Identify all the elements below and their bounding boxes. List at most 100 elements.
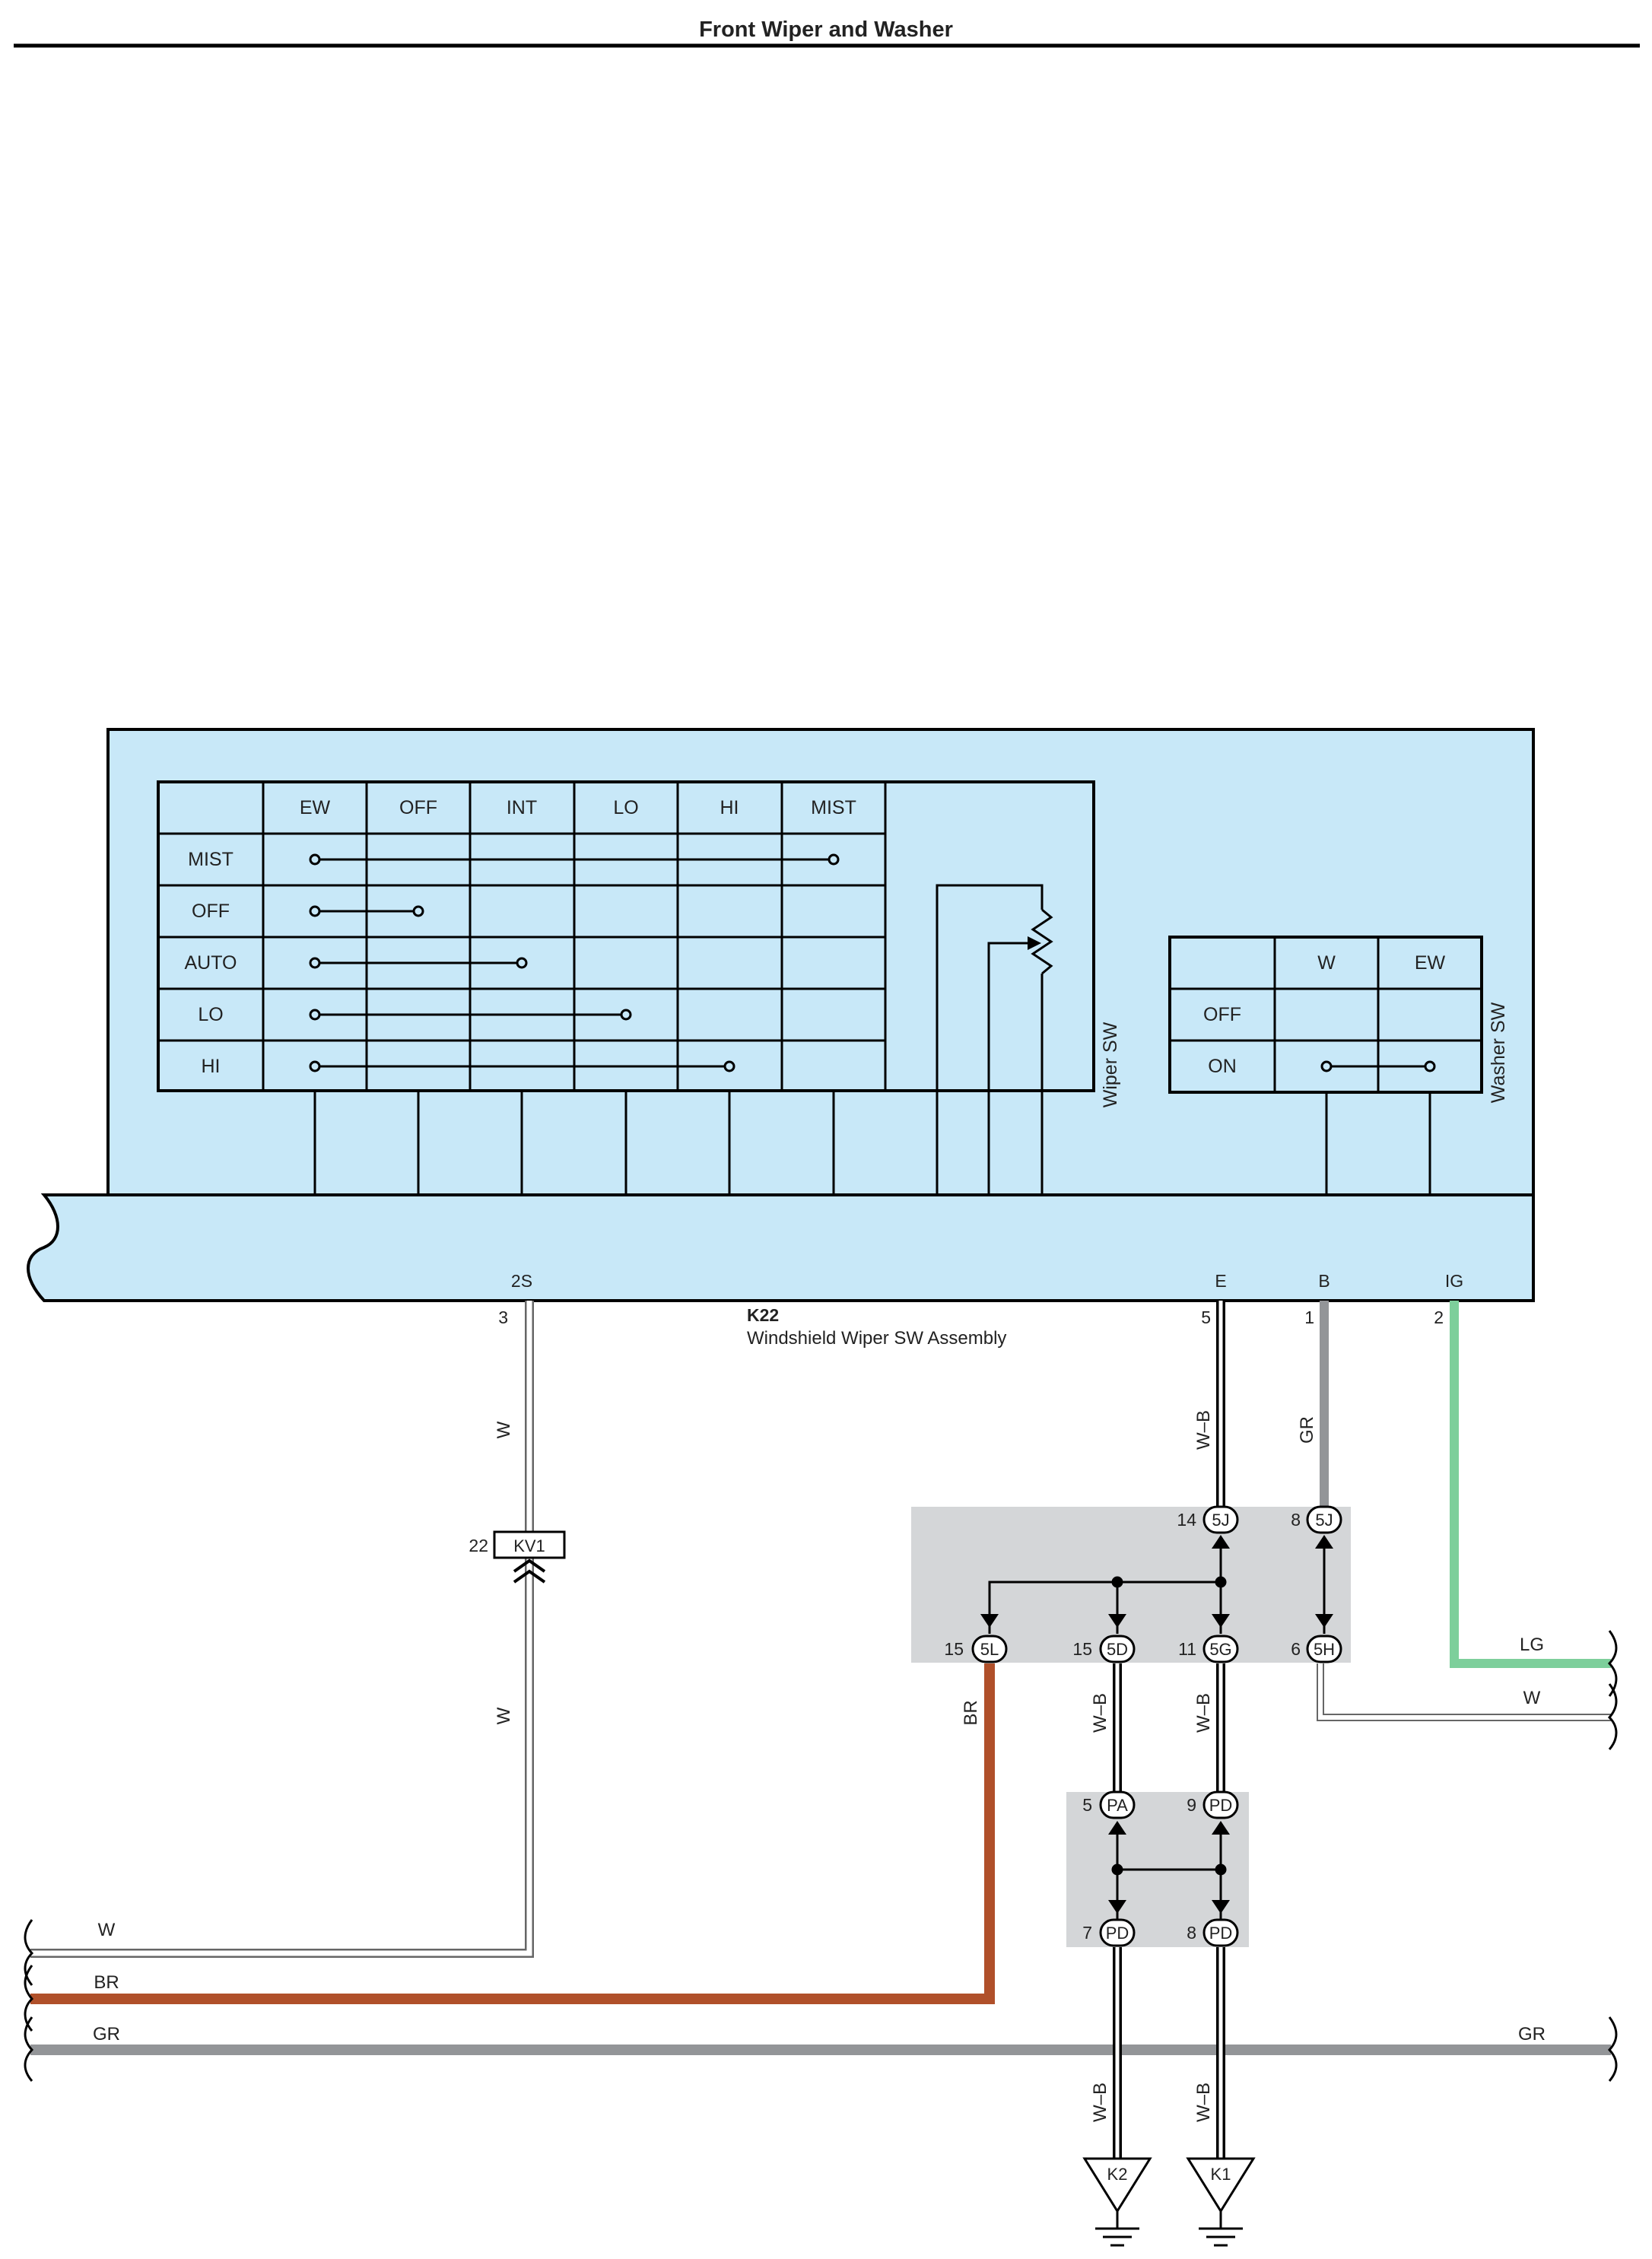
pin-ig: 2: [1434, 1307, 1444, 1327]
pin-e: 5: [1201, 1307, 1211, 1327]
wire-label-gr-left: GR: [93, 2024, 120, 2045]
connector-5j-8-code: 5J: [1315, 1511, 1333, 1530]
washer-col-ew: EW: [1415, 952, 1446, 974]
wiper-row-hi: HI: [202, 1056, 221, 1077]
wire-label-br-left: BR: [94, 1972, 119, 1993]
wire-label-wb4: W–B: [1090, 2083, 1110, 2122]
wiper-sw-table: EW OFF INT LO HI MIST MIST OFF AUTO LO H…: [157, 780, 1121, 1195]
wiper-col-int: INT: [507, 797, 537, 818]
connector-kv1-code: KV1: [513, 1536, 545, 1555]
connector-5j-8-pin: 8: [1291, 1510, 1301, 1530]
washer-row-off: OFF: [1203, 1004, 1241, 1025]
connector-5d-15-code: 5D: [1107, 1640, 1128, 1659]
pin-b: 1: [1304, 1307, 1314, 1327]
connector-5d-15-pin: 15: [1072, 1639, 1092, 1659]
connector-pd-8: PD: [1202, 1918, 1239, 1947]
connector-pd-8-pin: 8: [1187, 1923, 1196, 1943]
connector-pd-7-code: PD: [1106, 1924, 1129, 1943]
wiper-connection-lo: [309, 1009, 632, 1021]
wire-label-w1: W: [494, 1421, 514, 1438]
washer-sw-label: Washer SW: [1488, 1002, 1509, 1103]
terminal-b: B: [1318, 1271, 1330, 1291]
connector-pd-7: PD: [1099, 1918, 1136, 1947]
connector-pd-8-code: PD: [1209, 1924, 1233, 1943]
wire-label-gr1: GR: [1297, 1416, 1317, 1444]
wiper-connection-mist: [309, 853, 840, 866]
wire-lg-ig: [1450, 1301, 1611, 1668]
wiper-col-off: OFF: [399, 797, 437, 818]
connector-5d-15: 5D: [1099, 1635, 1136, 1663]
component-terminal-band: [27, 1193, 1535, 1302]
terminal-e: E: [1215, 1271, 1226, 1291]
wiper-row-off: OFF: [192, 901, 230, 922]
wire-label-br1: BR: [961, 1700, 981, 1725]
wire-label-w-right: W: [1523, 1688, 1541, 1708]
wiper-connection-hi: [309, 1060, 735, 1072]
wiper-col-hi: HI: [720, 797, 739, 818]
connector-5g-11-code: 5G: [1209, 1640, 1231, 1659]
component-code: K22: [747, 1305, 779, 1325]
continuation-braces-left: [24, 1919, 34, 2082]
wiper-row-mist: MIST: [188, 849, 234, 870]
wire-br-5l: [30, 1663, 995, 2004]
wire-label-w-left: W: [98, 1920, 116, 1940]
connector-pd-9-code: PD: [1209, 1796, 1233, 1815]
washer-col-w: W: [1317, 952, 1336, 974]
washer-connection-on: [1320, 1060, 1436, 1072]
wire-label-gr-right: GR: [1518, 2024, 1546, 2045]
wire-label-wb5: W–B: [1193, 2083, 1214, 2122]
terminal-ig: IG: [1445, 1271, 1463, 1291]
ground-k1-label: K1: [1211, 2165, 1231, 2184]
connector-5j-14-pin: 14: [1177, 1510, 1196, 1530]
connector-pd-9: PD: [1202, 1790, 1239, 1819]
connector-kv1: KV1: [493, 1530, 566, 1584]
connector-5l-15-pin: 15: [944, 1639, 964, 1659]
wiper-drop-lines: [313, 1091, 835, 1195]
connector-pa-5-code: PA: [1107, 1796, 1128, 1815]
connector-kv1-pin: 22: [469, 1536, 488, 1555]
ground-k2-label: K2: [1107, 2165, 1128, 2184]
connector-5j-14-code: 5J: [1212, 1511, 1229, 1530]
wire-label-lg-right: LG: [1520, 1635, 1544, 1655]
wire-w-2s: [30, 1301, 534, 1958]
component-name: Windshield Wiper SW Assembly: [747, 1328, 1006, 1349]
wire-w-5h: [1317, 1663, 1611, 1721]
connector-5h-6-pin: 6: [1291, 1639, 1301, 1659]
component-k22: EW OFF INT LO HI MIST MIST OFF AUTO LO H…: [27, 728, 1535, 1302]
wire-label-wb3: W–B: [1193, 1693, 1214, 1733]
wiper-col-ew: EW: [300, 797, 331, 818]
connector-pd-7-pin: 7: [1082, 1923, 1092, 1943]
connector-5h-6: 5H: [1306, 1635, 1342, 1663]
wire-label-w2: W: [494, 1707, 514, 1724]
ground-k2: K2: [1082, 2157, 1152, 2247]
wire-label-wb2: W–B: [1090, 1693, 1110, 1733]
page-title: Front Wiper and Washer: [699, 17, 953, 42]
wiper-row-lo: LO: [198, 1004, 223, 1025]
terminal-2s: 2S: [511, 1271, 532, 1291]
junction-lower-arrows: [1108, 1821, 1230, 1914]
connector-pa-5: PA: [1099, 1790, 1136, 1819]
wiper-col-lo: LO: [613, 797, 638, 818]
pin-2s: 3: [498, 1307, 508, 1327]
connector-5j-14: 5J: [1202, 1505, 1239, 1534]
wiper-row-auto: AUTO: [185, 952, 237, 974]
connector-5j-8: 5J: [1306, 1505, 1342, 1534]
variable-resistor: [936, 884, 1053, 1194]
junction-upper-arrows: [980, 1535, 1333, 1628]
wiper-col-mist: MIST: [811, 797, 856, 818]
wiper-connection-off: [309, 905, 424, 917]
connector-5l-15: 5L: [971, 1635, 1008, 1663]
wiper-connection-auto: [309, 957, 528, 969]
washer-sw-table: W EW OFF ON Washer SW: [1168, 936, 1509, 1195]
connector-5g-11: 5G: [1202, 1635, 1239, 1663]
washer-row-on: ON: [1208, 1056, 1237, 1077]
connector-pd-9-pin: 9: [1187, 1795, 1196, 1815]
connector-5h-6-code: 5H: [1314, 1640, 1335, 1659]
connector-5g-11-pin: 11: [1178, 1639, 1196, 1659]
connector-5l-15-code: 5L: [980, 1640, 999, 1659]
ground-k1: K1: [1186, 2157, 1256, 2247]
connector-pa-5-pin: 5: [1082, 1795, 1092, 1815]
wiper-sw-label: Wiper SW: [1100, 1021, 1121, 1107]
wire-label-wb1: W–B: [1193, 1410, 1214, 1450]
